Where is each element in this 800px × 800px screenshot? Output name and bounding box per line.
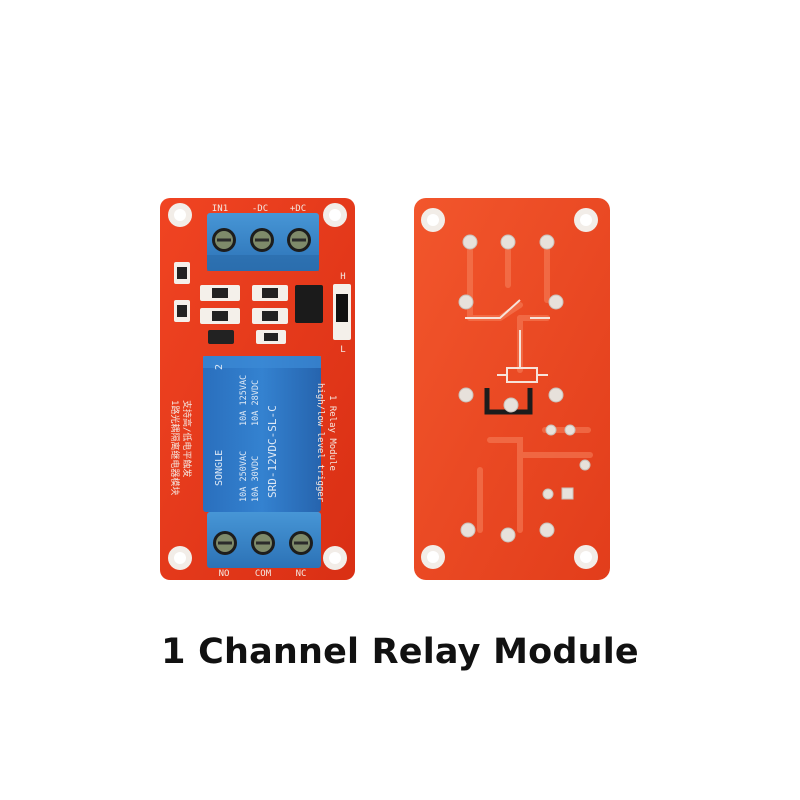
output-terminal-block xyxy=(207,512,321,568)
screw-terminal-icon xyxy=(289,531,313,555)
screw-terminal-icon xyxy=(250,228,274,252)
jumper-high-label: H xyxy=(340,272,345,282)
relay-rating-3: 10A 125VAC xyxy=(239,375,249,426)
trigger-jumper: H L xyxy=(333,272,351,355)
mounting-hole-icon xyxy=(574,545,598,569)
input-terminal-block xyxy=(207,213,319,271)
led-icon xyxy=(174,300,190,322)
relay-rating-4: 10A 28VDC xyxy=(251,380,261,426)
back-pcb xyxy=(414,198,610,580)
output-label-no: NO xyxy=(219,569,230,579)
back-board xyxy=(414,198,610,580)
module-trigger-label: high/low level trigger xyxy=(315,383,325,503)
chinese-label-2: 支持高/低电平触发 xyxy=(181,400,193,477)
screw-terminal-icon xyxy=(212,228,236,252)
chinese-label-1: 1路光耦隔离继电器模块 xyxy=(169,400,181,495)
mounting-hole-icon xyxy=(168,203,192,227)
solder-pads xyxy=(458,234,591,543)
input-label-negative: -DC xyxy=(252,204,268,214)
smd-components xyxy=(200,285,323,344)
output-label-com: COM xyxy=(255,569,272,579)
optocoupler xyxy=(295,285,323,323)
caption-title: 1 Channel Relay Module xyxy=(161,632,639,672)
jumper-low-label: L xyxy=(340,345,345,355)
relay-outline xyxy=(465,299,550,383)
output-label-nc: NC xyxy=(296,569,307,579)
mounting-hole-icon xyxy=(421,208,445,232)
relay-rating-2: 10A 30VDC xyxy=(251,456,261,502)
input-label-in1: IN1 xyxy=(212,204,228,214)
mounting-hole-icon xyxy=(421,545,445,569)
module-name-label: 1 Relay Module xyxy=(327,395,337,471)
relay-icon: SONGLE 2 10A 250VAC 10A 30VDC 10A 125VAC… xyxy=(203,356,321,512)
relay-rating-1: 10A 250VAC xyxy=(239,451,249,502)
relay-number: 2 xyxy=(214,364,225,370)
relay-model: SRD-12VDC-SL-C xyxy=(266,405,279,498)
input-label-positive: +DC xyxy=(290,204,306,214)
relay-brand: SONGLE xyxy=(214,450,225,486)
mounting-hole-icon xyxy=(323,546,347,570)
screw-terminal-icon xyxy=(213,531,237,555)
mounting-hole-icon xyxy=(168,546,192,570)
led-icon xyxy=(174,262,190,284)
front-board: IN1 -DC +DC xyxy=(160,198,355,580)
screw-terminal-icon xyxy=(251,531,275,555)
mounting-hole-icon xyxy=(323,203,347,227)
mounting-hole-icon xyxy=(574,208,598,232)
screw-terminal-icon xyxy=(287,228,311,252)
